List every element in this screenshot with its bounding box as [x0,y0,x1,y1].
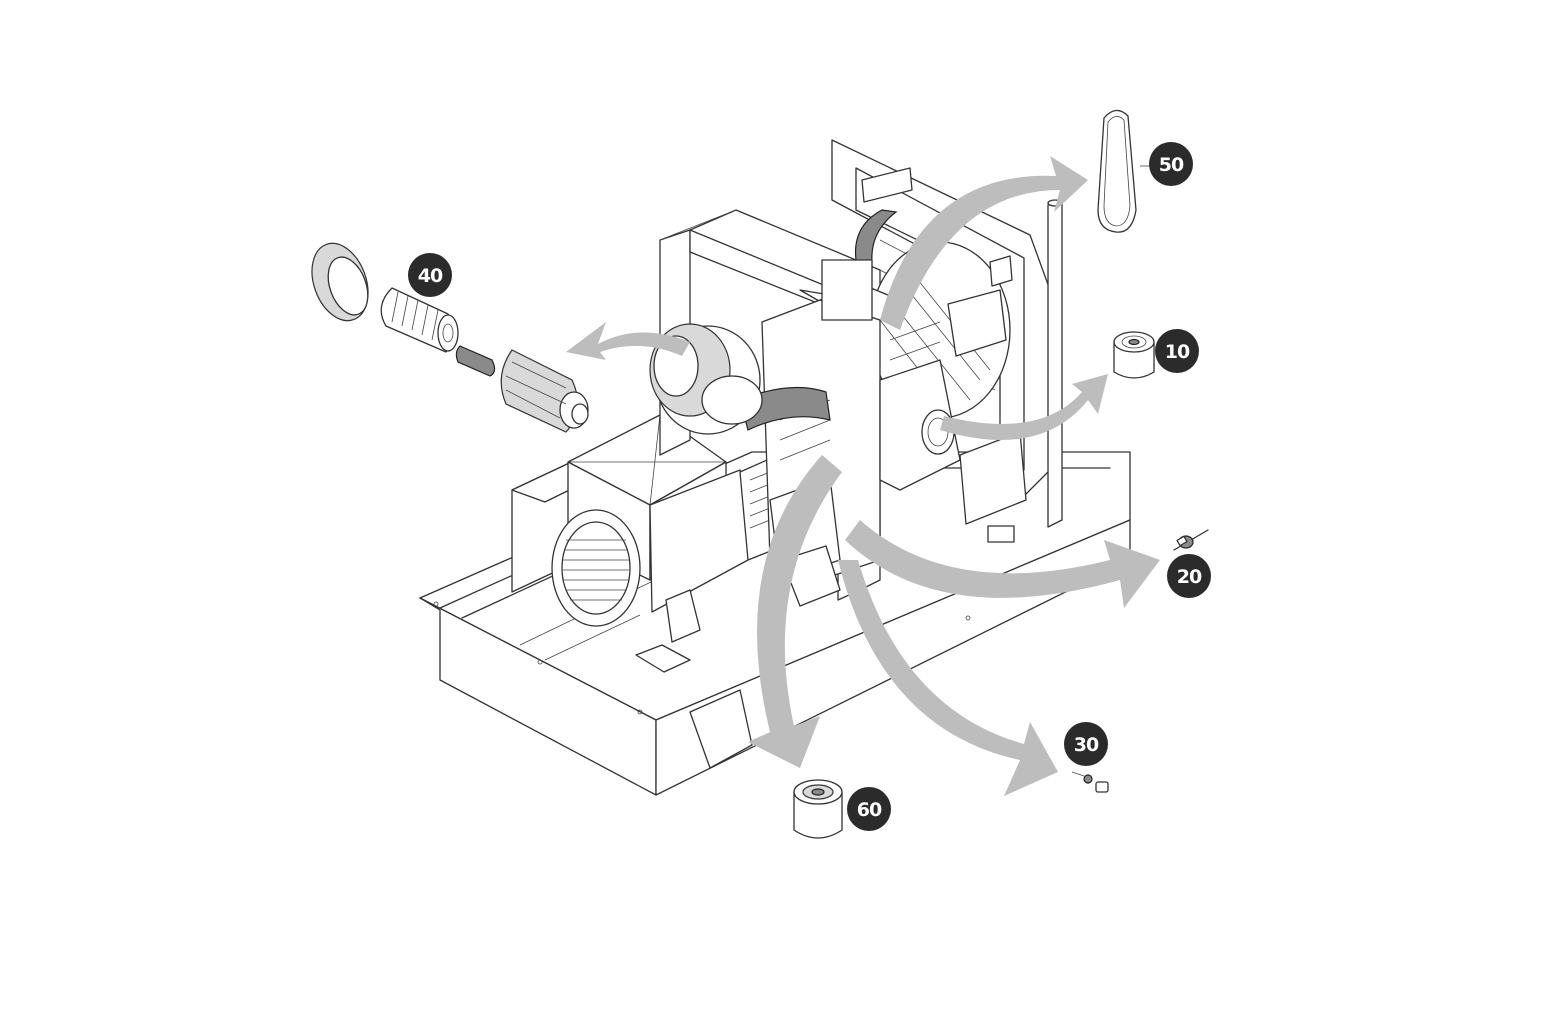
alternator [511,414,779,643]
part-drain-plug-30 [1071,771,1109,793]
arrow-to-belt [880,156,1088,330]
callout-40[interactable]: 40 [408,253,452,297]
callout-badge [1155,329,1199,373]
arrow-to-prefilter [845,520,1160,608]
arrow-to-oil-filter [748,455,842,768]
callout-60[interactable]: 60 [847,787,891,831]
part-fuel-filter-10 [1113,331,1155,379]
callout-label: 10 [1165,341,1190,363]
arrow-to-air-filter [566,322,690,360]
callout-30[interactable]: 30 [1064,722,1108,766]
callout-10[interactable]: 10 [1155,329,1199,373]
callout-label: 20 [1177,566,1202,588]
part-fuel-prefilter-20 [1173,529,1209,551]
callout-label: 40 [418,265,443,287]
callout-label: 60 [857,799,882,821]
callout-badge [1149,142,1193,186]
part-belt-50 [1097,109,1150,233]
callout-badge [1167,554,1211,598]
callout-20[interactable]: 20 [1167,554,1211,598]
callout-badge [847,787,891,831]
callout-badge [1064,722,1108,766]
part-air-filter-40 [311,242,589,433]
removal-arrows [566,156,1160,796]
callout-label: 50 [1159,154,1184,176]
arrow-to-fuel-filter [940,374,1108,440]
part-oil-filter-60 [793,779,843,839]
callout-50[interactable]: 50 [1149,142,1193,186]
arrow-to-drain-plug [838,560,1058,796]
callout-badge [408,253,452,297]
callout-label: 30 [1074,734,1099,756]
